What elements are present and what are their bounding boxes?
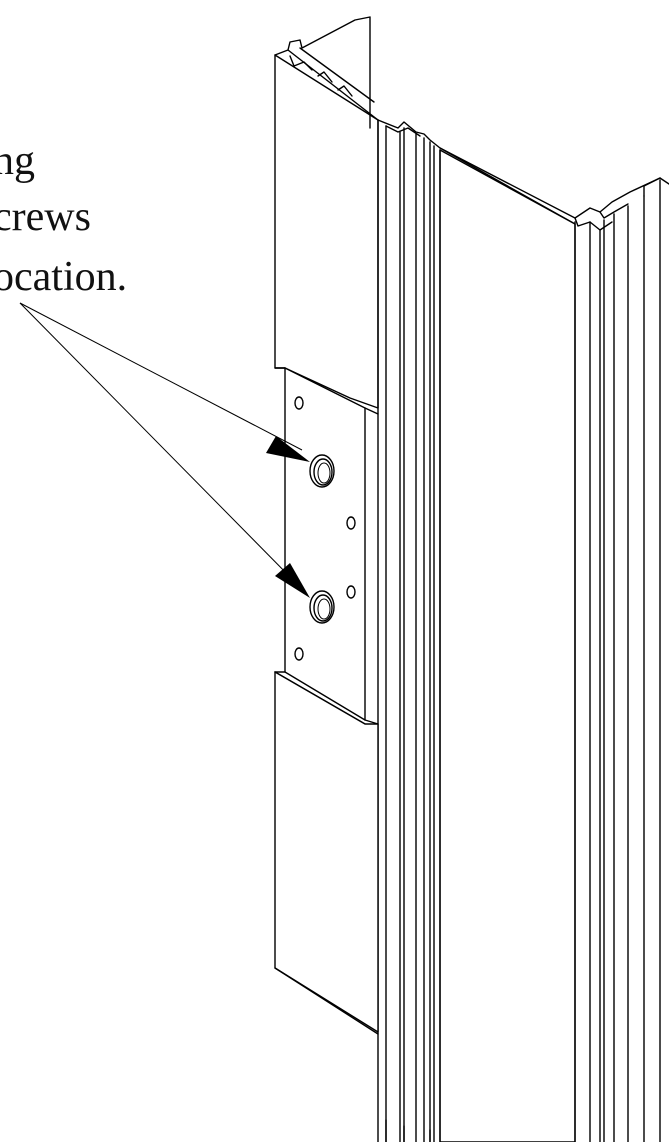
frame-left-face-lower — [274, 671, 379, 1035]
callout-text-line-1: ng — [0, 138, 35, 184]
arrowhead-icon — [266, 436, 310, 598]
frame-plate-region — [274, 367, 379, 725]
callout-text-line-2: crews — [0, 194, 91, 240]
screw-hole-icon — [294, 396, 356, 661]
frame-main-body — [377, 119, 661, 1142]
leader-lines — [19, 302, 303, 586]
callout-text-line-3: ocation. — [0, 254, 128, 300]
